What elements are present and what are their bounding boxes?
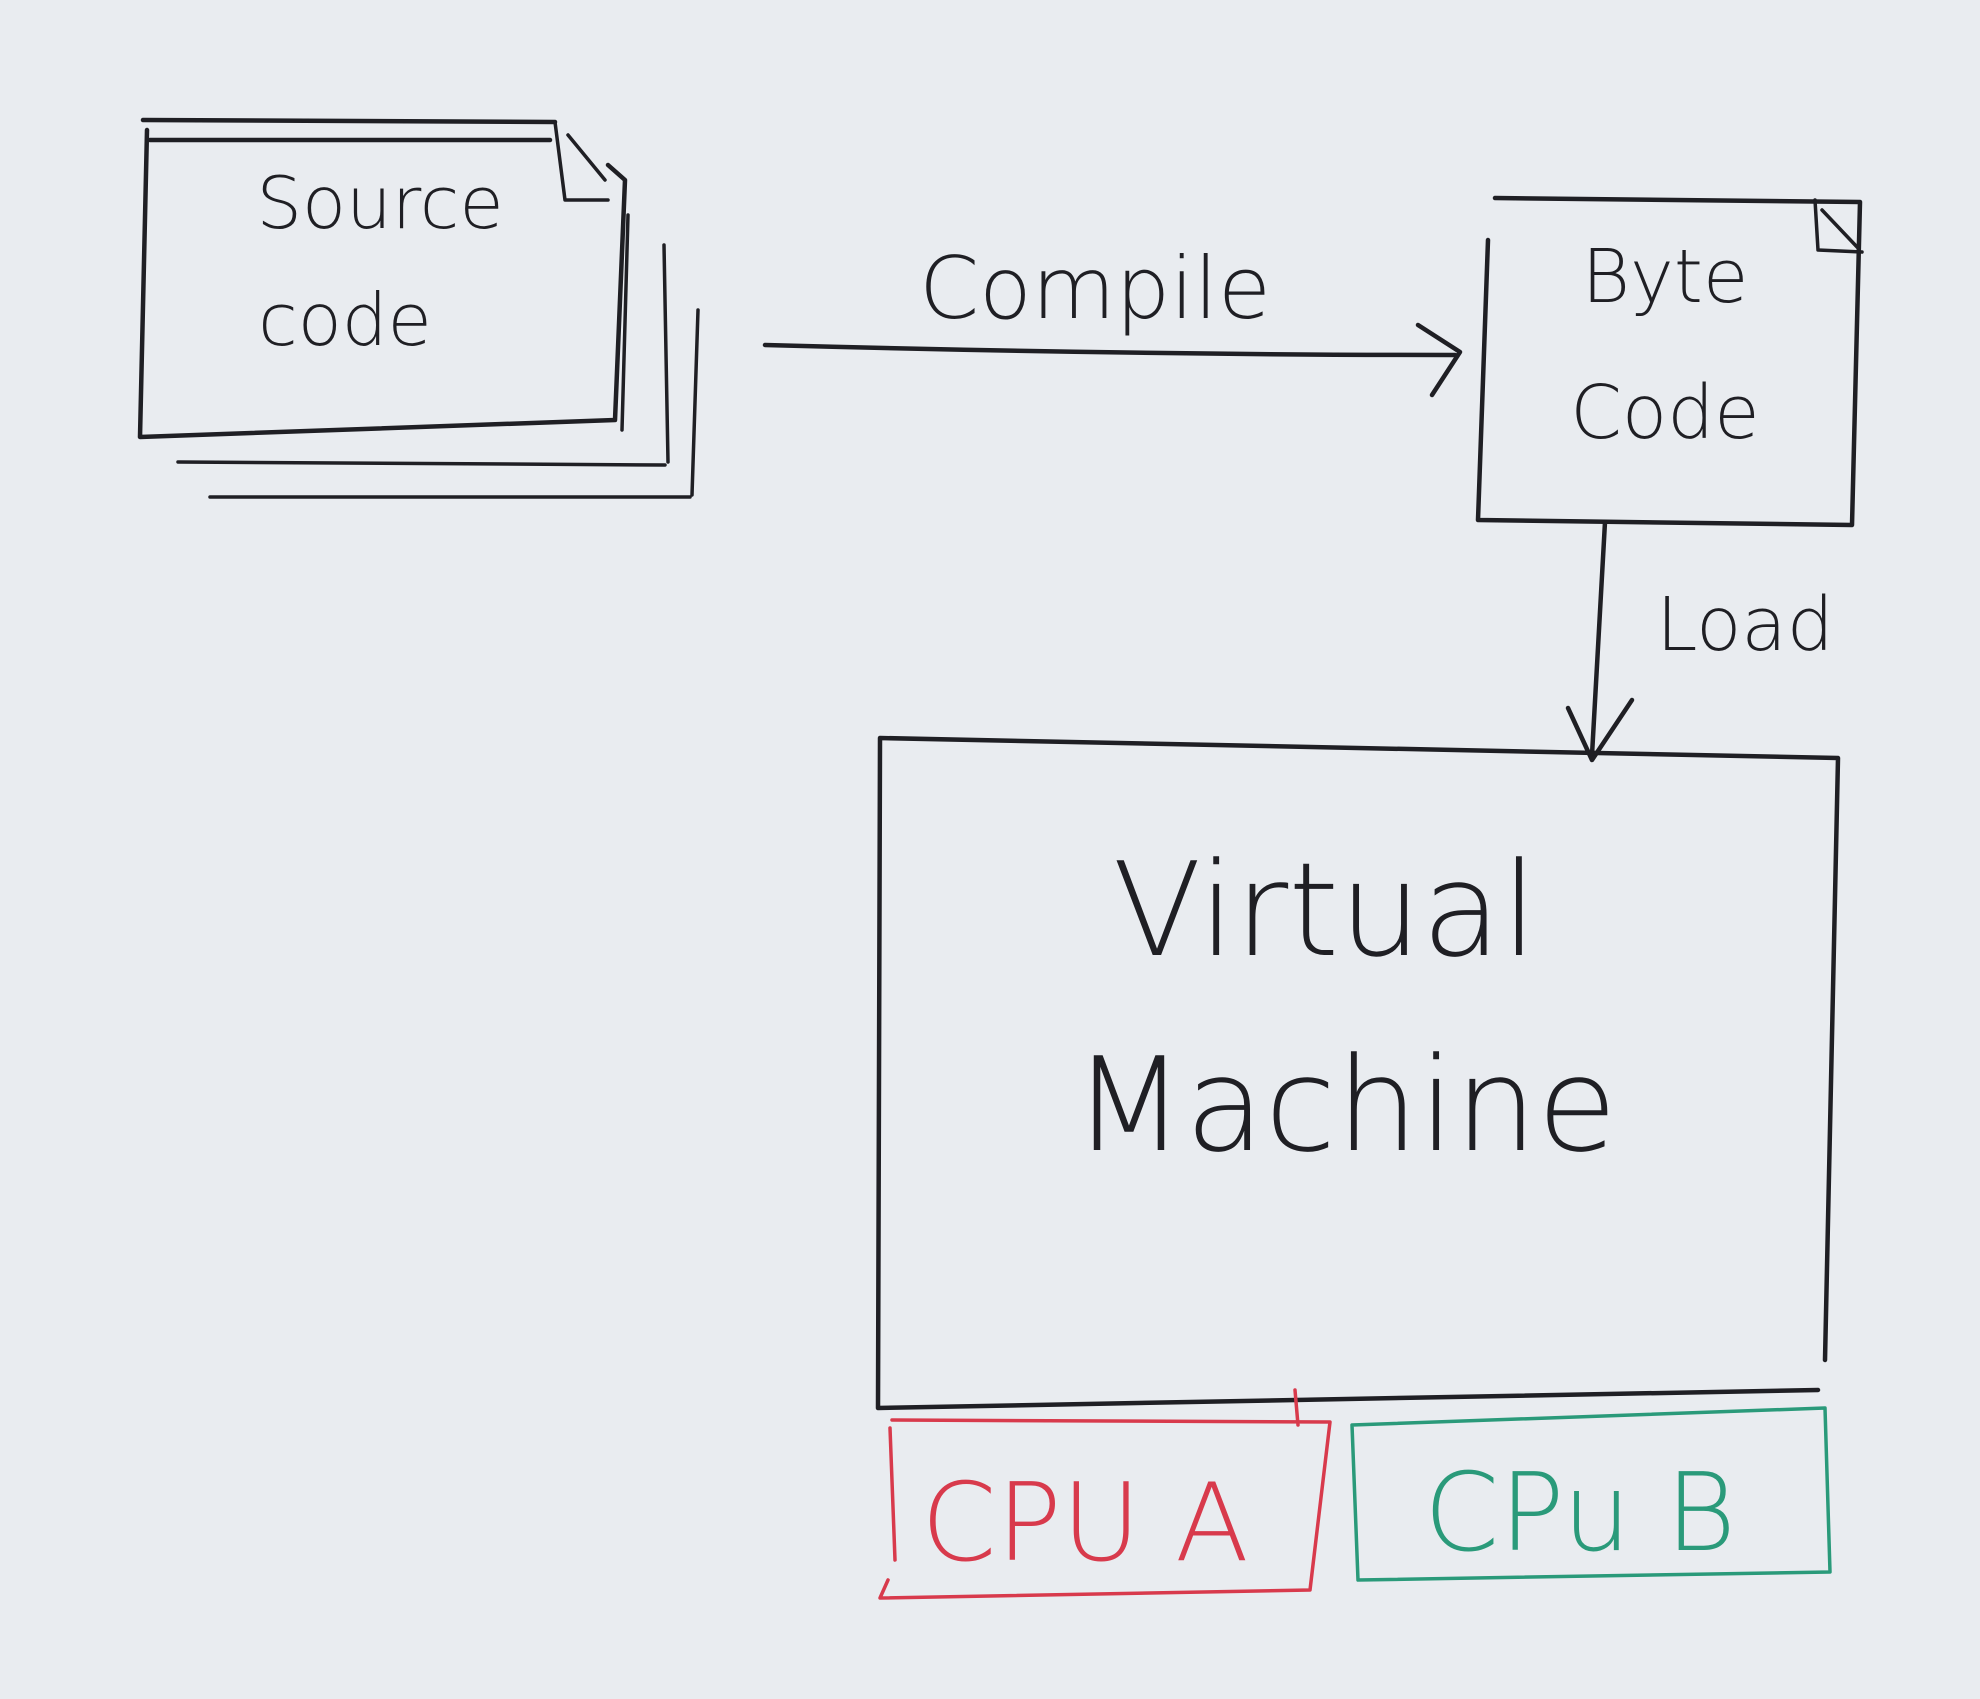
compile-arrow-line (762, 342, 1458, 358)
load-arrow-line (1589, 519, 1608, 758)
source-dog-ear (553, 120, 610, 202)
compile-edge: Compile (762, 239, 1463, 398)
bytecode-label-line1: Byte (1582, 234, 1749, 320)
cpu-b-node: CPu B (1350, 1406, 1832, 1582)
load-edge: Load (1565, 519, 1834, 763)
bytecode-box (1475, 195, 1863, 528)
bytecode-label-line2: Code (1570, 370, 1759, 456)
cpu-b-box (1350, 1406, 1832, 1582)
compile-arrow-head (1415, 322, 1463, 398)
source-label-line2: code (258, 278, 432, 362)
source-stack-sheet-3 (208, 308, 700, 499)
virtual-machine-box (875, 735, 1841, 1411)
cpu-a-node: CPU A (878, 1388, 1332, 1600)
source-code-node: Source code (137, 117, 700, 499)
load-arrow-head (1565, 697, 1635, 763)
bytecode-node: Byte Code (1475, 195, 1864, 528)
source-front-sheet (137, 117, 628, 440)
source-label-line1: Source (256, 161, 503, 245)
load-label: Load (1656, 582, 1834, 668)
virtual-machine-node: Virtual Machine (875, 735, 1841, 1411)
cpu-a-label: CPU A (921, 1461, 1249, 1586)
virtual-machine-label-line2: Machine (1073, 1029, 1617, 1181)
source-stack-sheet-2 (176, 243, 670, 467)
cpu-a-box (878, 1388, 1332, 1600)
bytecode-dog-ear (1813, 198, 1864, 254)
cpu-b-label: CPu B (1424, 1451, 1736, 1576)
virtual-machine-label-line1: Virtual (1113, 834, 1538, 986)
compile-label: Compile (919, 239, 1271, 339)
source-stack-sheet-2b (620, 213, 630, 432)
